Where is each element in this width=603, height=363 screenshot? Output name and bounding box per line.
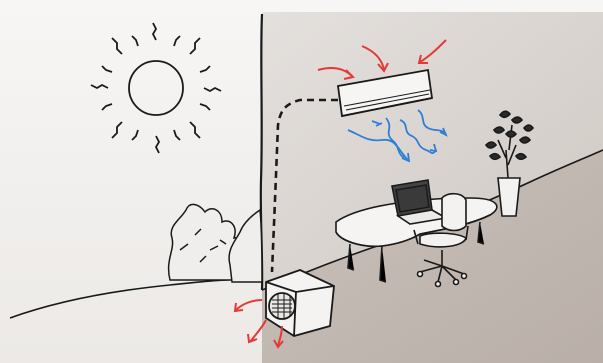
ac-illustration [0, 0, 603, 363]
